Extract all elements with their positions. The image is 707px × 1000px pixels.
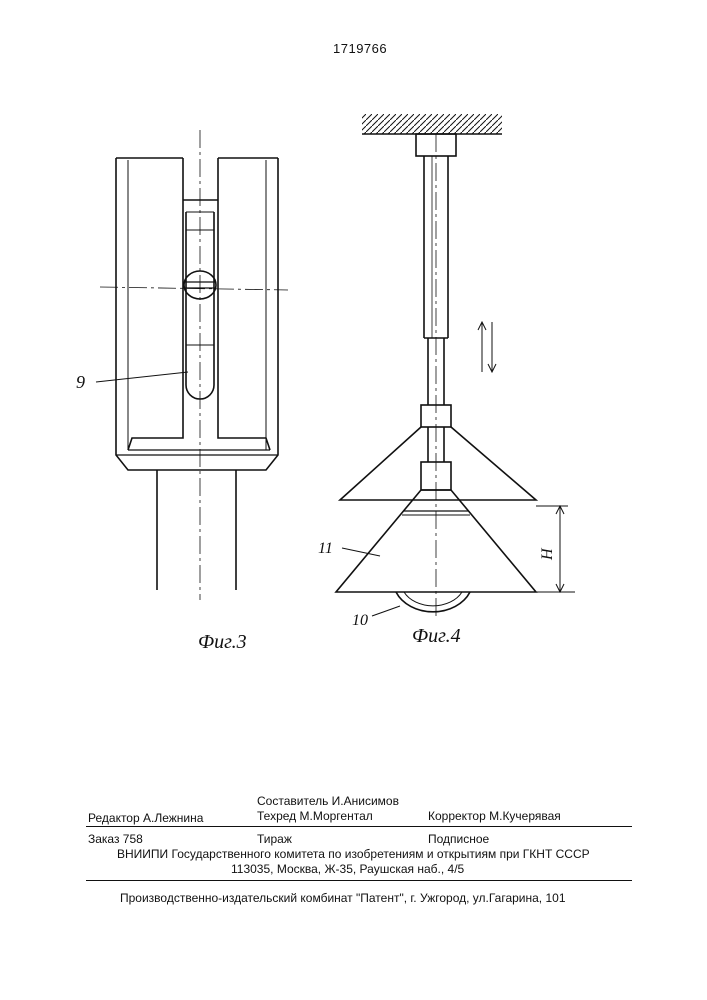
fork-slot-outline bbox=[128, 158, 270, 450]
editor: Редактор А.Лежнина bbox=[88, 811, 203, 825]
figure-3 bbox=[96, 130, 288, 600]
figure-3-caption: Фиг.3 bbox=[198, 631, 247, 653]
imprint-divider-top bbox=[86, 826, 632, 827]
ball-10 bbox=[396, 592, 470, 612]
tech-editor: Техред М.Моргентал bbox=[257, 809, 373, 823]
label-11: 11 bbox=[318, 540, 333, 557]
ceiling-hatching bbox=[362, 114, 502, 134]
publisher: Производственно-издательский комбинат "П… bbox=[120, 891, 566, 905]
institute-address: 113035, Москва, Ж-35, Раушская наб., 4/5 bbox=[231, 862, 464, 876]
proofreader: Корректор М.Кучерявая bbox=[428, 809, 561, 823]
order-number: Заказ 758 bbox=[88, 832, 143, 846]
label-10: 10 bbox=[352, 612, 368, 629]
fork-body-outline bbox=[116, 158, 278, 470]
subscription: Подписное bbox=[428, 832, 489, 846]
rod-lower bbox=[157, 470, 236, 590]
figure-4-caption: Фиг.4 bbox=[412, 625, 461, 647]
dimension-h-label: H bbox=[539, 547, 556, 561]
motion-arrows bbox=[478, 322, 496, 372]
compiler: Составитель И.Анисимов bbox=[257, 794, 399, 808]
upper-cone bbox=[340, 427, 536, 500]
figure-4 bbox=[336, 114, 575, 620]
institute: ВНИИПИ Государственного комитета по изоб… bbox=[117, 847, 590, 861]
imprint-divider-bottom bbox=[86, 880, 632, 881]
circulation: Тираж bbox=[257, 832, 292, 846]
label-9: 9 bbox=[76, 372, 85, 392]
